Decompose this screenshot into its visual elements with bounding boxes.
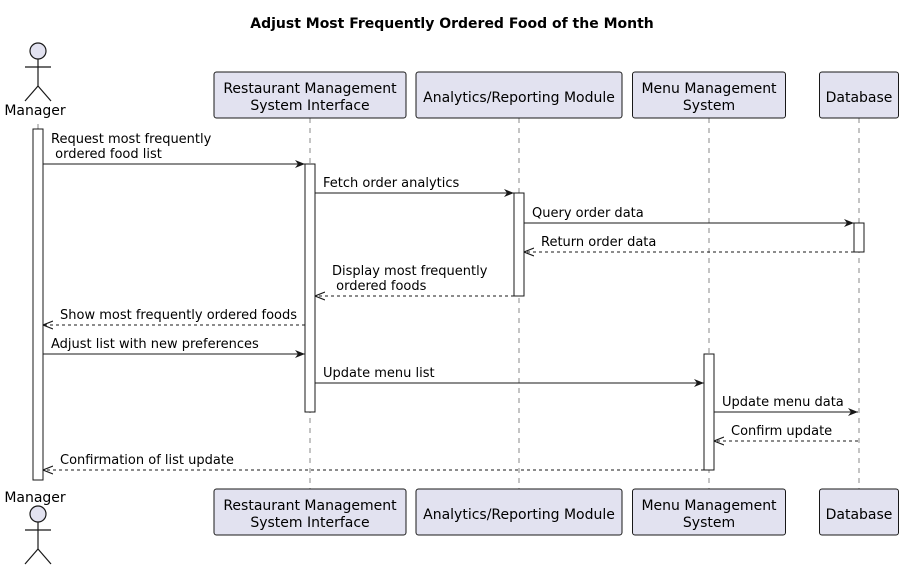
participant-db-top: Database: [819, 71, 899, 119]
participant-box: [819, 71, 899, 119]
message-4: Return order data: [524, 235, 854, 252]
activation-bar-menu: [703, 353, 715, 471]
message-1: Request most frequently ordered food lis…: [43, 132, 305, 168]
participant-label: Menu Management: [641, 81, 777, 97]
activation-bar-manager: [32, 128, 44, 481]
participant-analytics-top: Analytics/Reporting Module: [415, 71, 623, 119]
message-label: Update menu data: [722, 395, 844, 410]
messages: Request most frequently ordered food lis…: [43, 132, 858, 470]
message-8: Update menu list: [315, 366, 704, 387]
activation-bar-analytics: [513, 192, 525, 297]
message-7: Adjust list with new preferences: [43, 337, 305, 358]
message-label: Query order data: [532, 206, 644, 221]
message-9: Update menu data: [714, 395, 858, 416]
participant-label: Menu Management: [641, 498, 777, 514]
actor-manager-top: Manager: [4, 42, 66, 119]
message-label: Request most frequently: [51, 132, 212, 147]
message-label: Show most frequently ordered foods: [60, 308, 297, 323]
message-label: Fetch order analytics: [323, 176, 460, 191]
participant-box: [819, 488, 899, 536]
participant-label: Analytics/Reporting Module: [423, 507, 615, 523]
participant-label: System: [683, 98, 735, 114]
participant-box: [415, 71, 623, 119]
message-2: Fetch order analytics: [315, 176, 514, 197]
activation-bar-rms: [304, 163, 316, 413]
message-label: ordered foods: [332, 279, 427, 294]
actor-label: Manager: [4, 103, 66, 119]
participant-label: System Interface: [250, 98, 369, 114]
message-label: Update menu list: [323, 366, 435, 381]
message-label: Display most frequently: [332, 264, 488, 279]
actor-label: Manager: [4, 490, 66, 506]
diagram-title: Adjust Most Frequently Ordered Food of t…: [250, 16, 654, 32]
participant-box: [632, 488, 786, 536]
participant-label: System Interface: [250, 515, 369, 531]
message-3: Query order data: [524, 206, 854, 227]
message-label: Return order data: [541, 235, 656, 250]
message-label: Confirm update: [731, 424, 832, 439]
participant-label: Restaurant Management: [223, 81, 397, 97]
activation-bars: [32, 128, 865, 481]
participant-db-bottom: Database: [819, 488, 899, 536]
participant-label: Analytics/Reporting Module: [423, 90, 615, 106]
participant-label: Database: [826, 90, 893, 106]
participant-label: System: [683, 515, 735, 531]
message-5: Display most frequently ordered foods: [315, 264, 514, 296]
actor-figure-icon: [24, 42, 52, 102]
participant-box: [213, 71, 407, 119]
participant-box: [632, 71, 786, 119]
message-6: Show most frequently ordered foods: [43, 308, 305, 325]
activation-bar-db: [853, 222, 865, 253]
actor-figure-icon: [24, 505, 52, 565]
participant-analytics-bottom: Analytics/Reporting Module: [415, 488, 623, 536]
actor-manager-bottom: Manager: [4, 490, 66, 565]
participant-label: Restaurant Management: [223, 498, 397, 514]
participant-box: [213, 488, 407, 536]
message-11: Confirmation of list update: [43, 453, 704, 470]
participant-box: [415, 488, 623, 536]
participant-label: Database: [826, 507, 893, 523]
message-label: Confirmation of list update: [60, 453, 234, 468]
message-label: ordered food list: [51, 147, 162, 162]
message-label: Adjust list with new preferences: [51, 337, 259, 352]
message-10: Confirm update: [714, 424, 858, 441]
